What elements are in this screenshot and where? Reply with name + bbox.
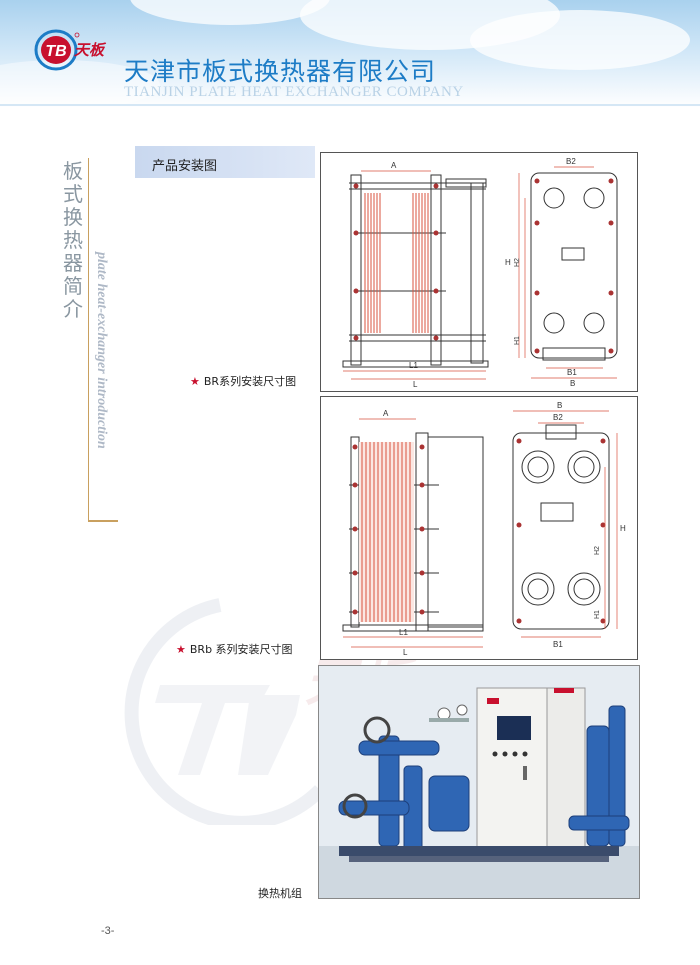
dim-h1-label: H1 (514, 336, 521, 345)
caption-br-text: BR系列安装尺寸图 (203, 375, 297, 388)
sidebar-title-en-wrapper: plate heat-exchanger introduction (85, 252, 113, 502)
caption-unit: 换热机组 (258, 885, 302, 901)
dim-l1-label: L1 (399, 628, 408, 637)
dim-h2-label: H2 (514, 258, 521, 267)
figure-brb-drawing: A L1 L B B2 H H2 H1 B (320, 396, 638, 660)
dim-h-label: H (505, 258, 511, 267)
company-name-en: TIANJIN PLATE HEAT EXCHANGER COMPANY (124, 84, 464, 100)
unit-photo-svg (319, 666, 639, 898)
dim-b1-label: B1 (567, 368, 577, 377)
star-icon: ★ (190, 375, 200, 388)
dim-h2-label: H2 (594, 546, 601, 555)
sidebar-title-en: plate heat-exchanger introduction (94, 252, 109, 449)
caption-unit-text: 换热机组 (258, 887, 302, 900)
dim-l-label: L (403, 648, 408, 657)
dim-b2-label: B2 (553, 413, 563, 422)
dim-h1-label: H1 (594, 610, 601, 619)
logo-text: 天板 (74, 42, 107, 59)
company-logo: TB 天板 (34, 29, 107, 71)
section-title: 产品安装图 (152, 159, 218, 174)
dim-h-label: H (620, 524, 626, 533)
dim-l1-label: L1 (409, 361, 418, 370)
sidebar-rule-horizontal (88, 520, 118, 522)
caption-br: ★BR系列安装尺寸图 (190, 373, 296, 389)
dim-b1-label: B1 (553, 640, 563, 649)
section-header-band (135, 146, 315, 178)
dim-b-label: B (570, 379, 575, 388)
page-number: -3- (101, 925, 115, 937)
logo-mark: TB (45, 43, 66, 60)
br-drawing-svg: A L1 L B2 H H2 H1 B1 B (342, 157, 618, 389)
sidebar-title-cn: 板式换热器简介 (63, 159, 83, 321)
header-banner (0, 0, 700, 108)
brb-drawing-svg: A L1 L B B2 H H2 H1 B (342, 401, 626, 657)
dim-b-label: B (557, 401, 562, 410)
dim-b2-label: B2 (566, 157, 576, 166)
dim-a-label: A (383, 409, 389, 418)
figure-unit-photo (318, 665, 640, 899)
star-icon: ★ (176, 643, 186, 656)
figure-br-drawing: A L1 L B2 H H2 H1 B1 B (320, 152, 638, 392)
dim-a-label: A (391, 161, 397, 170)
caption-brb-text: BRb 系列安装尺寸图 (189, 643, 293, 656)
header-divider (0, 104, 700, 106)
caption-brb: ★BRb 系列安装尺寸图 (176, 641, 293, 657)
dim-l-label: L (413, 380, 418, 389)
company-name-cn: 天津市板式换热器有限公司 (124, 57, 437, 86)
sidebar-rule-vertical (88, 158, 89, 520)
